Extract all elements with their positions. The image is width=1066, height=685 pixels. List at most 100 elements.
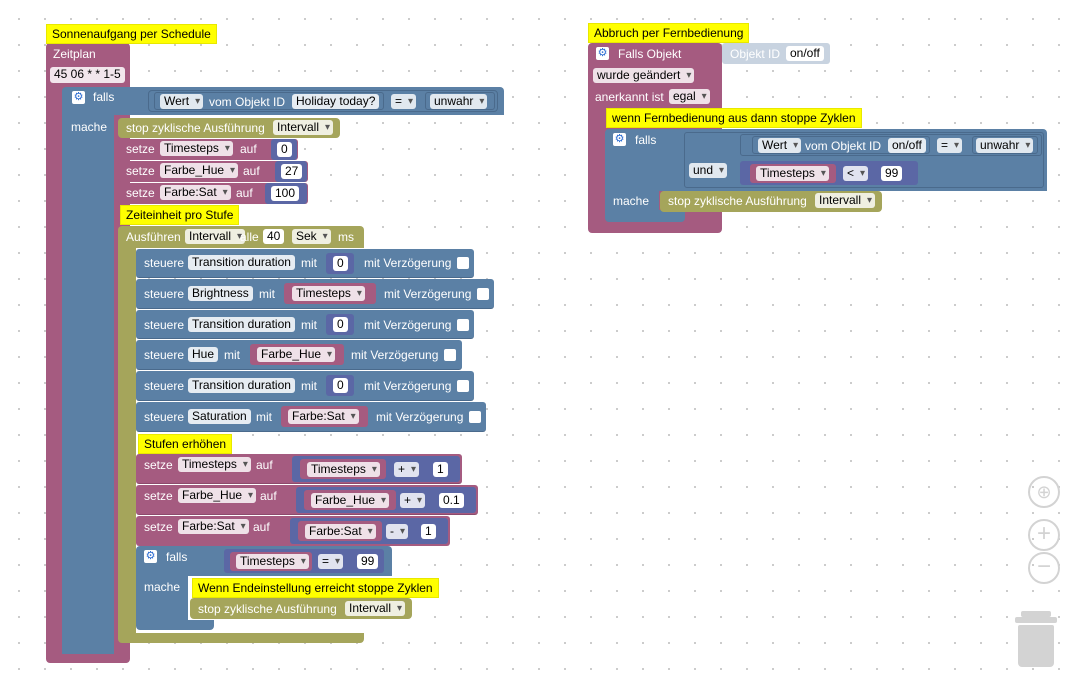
comment-steps: Stufen erhöhen xyxy=(138,434,233,454)
comment-end: Wenn Endeinstellung erreicht stoppe Zykl… xyxy=(192,578,439,598)
to-label: auf xyxy=(240,142,257,156)
state-field[interactable]: Hue xyxy=(188,347,219,362)
var-timesteps-dropdown[interactable]: Timesteps xyxy=(292,286,365,301)
target-icon[interactable]: ⊕ xyxy=(1028,476,1060,508)
number-field[interactable]: 1 xyxy=(421,524,436,539)
var-sat-dropdown[interactable]: Farbe:Sat xyxy=(160,185,231,200)
var-hue-dropdown[interactable]: Farbe_Hue xyxy=(257,347,336,362)
gear-icon[interactable]: ⚙ xyxy=(613,133,626,146)
delay-checkbox[interactable] xyxy=(457,319,469,331)
number-field[interactable]: 99 xyxy=(357,554,379,569)
gear-icon[interactable]: ⚙ xyxy=(596,47,609,60)
interval-dropdown[interactable]: Intervall xyxy=(345,601,406,616)
changed-dropdown[interactable]: wurde geändert xyxy=(593,68,695,83)
eq-operator-dropdown[interactable]: = xyxy=(318,554,344,569)
number-field[interactable]: 0.1 xyxy=(439,493,464,508)
delay-checkbox[interactable] xyxy=(477,288,489,300)
delay-checkbox[interactable] xyxy=(469,411,481,423)
plus-icon[interactable]: + xyxy=(1028,519,1060,551)
state-field[interactable]: Brightness xyxy=(188,286,253,301)
to-label: auf xyxy=(243,164,260,178)
number-field[interactable]: 0 xyxy=(333,256,348,271)
unit-dropdown[interactable]: Sek xyxy=(292,229,331,244)
number-field[interactable]: 0 xyxy=(333,317,348,332)
trigger-label: Falls Objekt xyxy=(618,47,682,61)
with-label: mit xyxy=(224,348,240,362)
to-label: auf xyxy=(260,489,277,503)
ack-dropdown[interactable]: egal xyxy=(669,89,710,104)
object-id-label: Objekt ID xyxy=(730,47,781,61)
state-field[interactable]: Transition duration xyxy=(188,378,295,393)
value-dropdown[interactable]: Wert xyxy=(160,94,204,109)
plus-operator-dropdown[interactable]: + xyxy=(400,493,426,508)
object-onoff-field[interactable]: on/off xyxy=(888,138,926,153)
var-timesteps-dropdown[interactable]: Timesteps xyxy=(756,166,829,181)
trash-icon[interactable] xyxy=(1015,611,1057,667)
if-block-inner-foot xyxy=(136,620,214,630)
with-label: mit xyxy=(259,287,275,301)
set-label: setze xyxy=(126,142,155,156)
var-hue-dropdown[interactable]: Farbe_Hue xyxy=(160,163,239,178)
var-sat-dropdown[interactable]: Farbe:Sat xyxy=(178,519,249,534)
execute-label: Ausführen xyxy=(126,230,181,244)
stop-label: stop zyklische Ausführung xyxy=(668,194,807,208)
delay-checkbox[interactable] xyxy=(457,257,469,269)
delay-label: mit Verzögerung xyxy=(364,318,452,332)
false-dropdown[interactable]: unwahr xyxy=(976,138,1034,153)
var-timesteps-dropdown[interactable]: Timesteps xyxy=(307,462,380,477)
var-timesteps-dropdown[interactable]: Timesteps xyxy=(236,554,309,569)
state-field[interactable]: Transition duration xyxy=(188,317,295,332)
number-field[interactable]: 0 xyxy=(277,142,292,157)
of-object-label: vom Objekt ID xyxy=(209,95,286,109)
number-field[interactable]: 100 xyxy=(271,186,300,201)
state-field[interactable]: Saturation xyxy=(188,409,251,424)
delay-checkbox[interactable] xyxy=(444,349,456,361)
number-field[interactable]: 99 xyxy=(881,166,903,181)
if-block-foot xyxy=(605,210,685,222)
cron-field[interactable]: 45 06 * * 1-5 xyxy=(50,67,125,83)
value-dropdown[interactable]: Wert xyxy=(758,138,802,153)
state-field[interactable]: Transition duration xyxy=(188,255,295,270)
object-onoff-field[interactable]: on/off xyxy=(786,46,824,61)
plus-operator-dropdown[interactable]: + xyxy=(394,462,420,477)
with-label: mit xyxy=(301,379,317,393)
var-sat-dropdown[interactable]: Farbe:Sat xyxy=(305,524,376,539)
gear-icon[interactable]: ⚙ xyxy=(144,550,157,563)
set-label: setze xyxy=(144,458,173,472)
number-field[interactable]: 1 xyxy=(433,462,448,477)
to-label: auf xyxy=(236,186,253,200)
var-hue-dropdown[interactable]: Farbe_Hue xyxy=(178,488,257,503)
stop-label: stop zyklische Ausführung xyxy=(198,602,337,616)
var-sat-dropdown[interactable]: Farbe:Sat xyxy=(288,409,359,424)
control-label: steuere xyxy=(144,379,185,393)
interval-var-dropdown[interactable]: Intervall xyxy=(185,229,246,244)
comment-remote-inner: wenn Fernbedienung aus dann stoppe Zykle… xyxy=(606,108,862,128)
and-dropdown[interactable]: und xyxy=(689,163,728,178)
number-field[interactable]: 0 xyxy=(333,378,348,393)
minus-icon[interactable]: − xyxy=(1028,552,1060,584)
minus-operator-dropdown[interactable]: - xyxy=(386,524,408,539)
var-timesteps-dropdown[interactable]: Timesteps xyxy=(178,457,251,472)
comment-unit: Zeiteinheit pro Stufe xyxy=(120,205,240,225)
var-timesteps-dropdown[interactable]: Timesteps xyxy=(160,141,233,156)
set-label: setze xyxy=(126,164,155,178)
eq-operator-dropdown[interactable]: = xyxy=(937,138,963,153)
if-block-spine xyxy=(62,114,114,654)
interval-dropdown[interactable]: Intervall xyxy=(815,193,876,208)
false-dropdown[interactable]: unwahr xyxy=(430,94,488,109)
delay-label: mit Verzögerung xyxy=(364,256,452,270)
number-field[interactable]: 27 xyxy=(281,164,303,179)
lt-operator-dropdown[interactable]: < xyxy=(843,166,869,181)
var-hue-dropdown[interactable]: Farbe_Hue xyxy=(311,493,390,508)
delay-checkbox[interactable] xyxy=(457,380,469,392)
interval-dropdown[interactable]: Intervall xyxy=(273,120,334,135)
object-holiday-field[interactable]: Holiday today? xyxy=(292,94,380,109)
eq-operator-dropdown[interactable]: = xyxy=(391,94,417,109)
stop-label: stop zyklische Ausführung xyxy=(126,121,265,135)
to-label: auf xyxy=(256,458,273,472)
gear-icon[interactable]: ⚙ xyxy=(72,91,85,104)
set-label: setze xyxy=(126,186,155,200)
delay-label: mit Verzögerung xyxy=(384,287,472,301)
to-label: auf xyxy=(253,520,270,534)
interval-value-field[interactable]: 40 xyxy=(263,229,285,244)
